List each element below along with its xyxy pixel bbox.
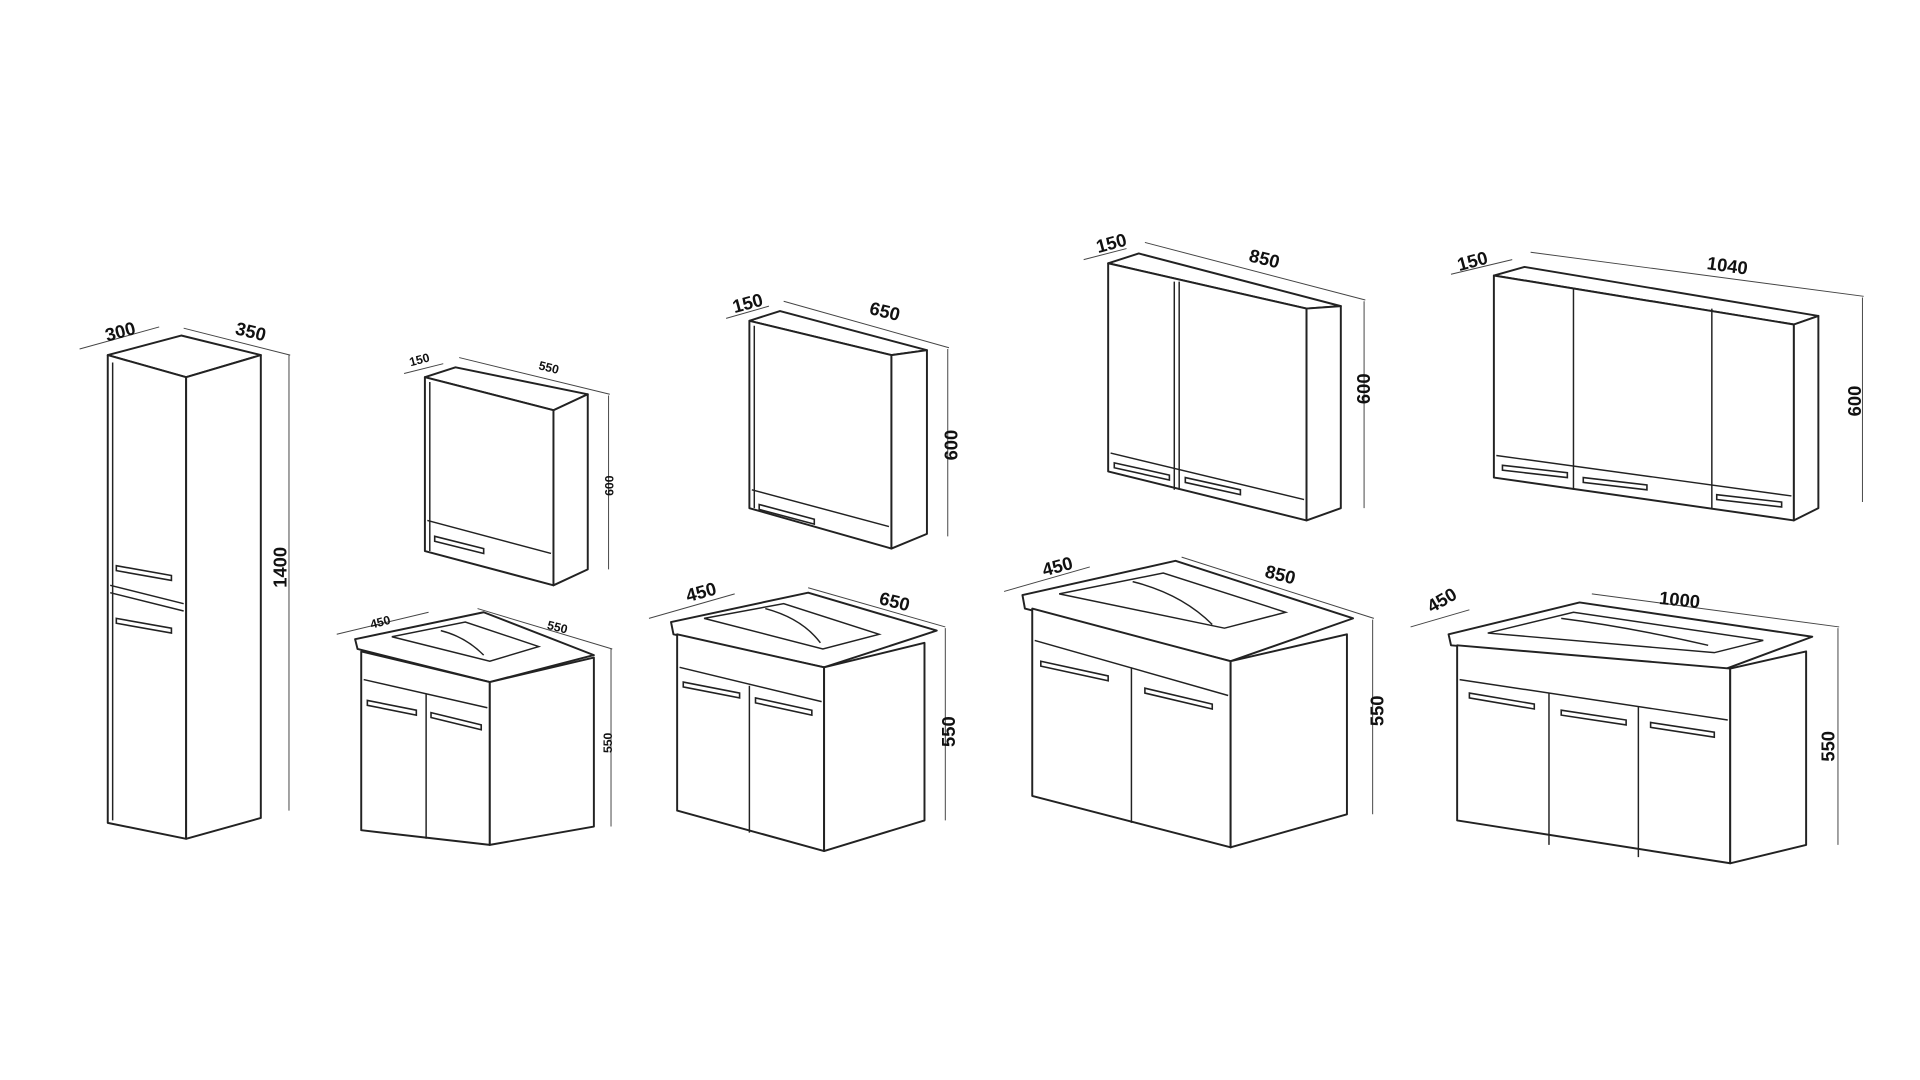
handle-icon <box>1501 464 1569 479</box>
dim-depth-label: 350 <box>233 317 268 345</box>
dim-width-label: 1000 <box>1658 587 1701 612</box>
dim-width-label: 650 <box>867 297 902 325</box>
dim-depth-label: 150 <box>408 350 432 369</box>
dim-depth-label: 450 <box>684 578 719 606</box>
handle-icon <box>1649 721 1716 739</box>
dim-height-label: 550 <box>1817 731 1838 762</box>
dim-depth-label: 450 <box>369 613 393 632</box>
handle-icon <box>1468 692 1536 710</box>
handle-icon <box>754 696 813 717</box>
dim-width-label: 1040 <box>1706 252 1749 278</box>
vanity-1000: 450 1000 550 <box>1410 583 1840 865</box>
dim-depth-label: 150 <box>730 289 765 317</box>
handle-icon <box>366 699 418 717</box>
dim-height-label: 600 <box>602 475 616 496</box>
dim-height-label: 600 <box>1353 373 1374 404</box>
handle-icon <box>1184 476 1242 496</box>
handle-icon <box>115 617 173 635</box>
vanity-550: 450 550 550 <box>336 608 615 846</box>
dim-width-label: 650 <box>877 587 912 615</box>
dim-width-label: 300 <box>103 317 138 345</box>
dim-depth-label: 450 <box>1040 552 1075 580</box>
vanity-650: 450 650 550 <box>648 578 959 852</box>
dim-height-label: 550 <box>601 732 615 753</box>
dim-width-label: 850 <box>1247 245 1282 273</box>
dim-height-label: 600 <box>941 430 962 461</box>
handle-icon <box>682 681 741 699</box>
mirror-cabinet-550: 150 550 600 <box>403 350 616 587</box>
handle-icon <box>433 535 485 555</box>
mirror-cabinet-650: 150 650 600 <box>725 289 962 550</box>
dim-height-label: 1400 <box>270 547 291 588</box>
dim-depth-label: 150 <box>1094 229 1129 257</box>
handle-icon <box>1560 709 1627 726</box>
handle-icon <box>1144 687 1214 710</box>
handle-icon <box>430 711 483 731</box>
dim-height-label: 550 <box>1367 695 1388 726</box>
mirror-cabinet-1040: 150 1040 600 <box>1450 247 1865 522</box>
mirror-cabinet-850: 150 850 600 <box>1083 229 1374 522</box>
vanity-850: 450 850 550 <box>1003 552 1388 849</box>
dim-depth-label: 150 <box>1455 247 1490 275</box>
handle-icon <box>1113 461 1171 481</box>
dim-width-label: 550 <box>537 358 560 377</box>
tall-cabinet: 300 350 1400 <box>79 317 291 840</box>
dim-width-label: 850 <box>1263 561 1298 589</box>
handle-icon <box>115 564 173 582</box>
dim-height-label: 600 <box>1844 386 1865 417</box>
handle-icon <box>1582 476 1648 491</box>
handle-icon <box>758 503 816 526</box>
handle-icon <box>1040 660 1109 682</box>
handle-icon <box>1715 493 1783 508</box>
dim-width-label: 550 <box>546 618 569 637</box>
dim-height-label: 550 <box>938 716 959 747</box>
dim-depth-label: 450 <box>1423 583 1460 617</box>
